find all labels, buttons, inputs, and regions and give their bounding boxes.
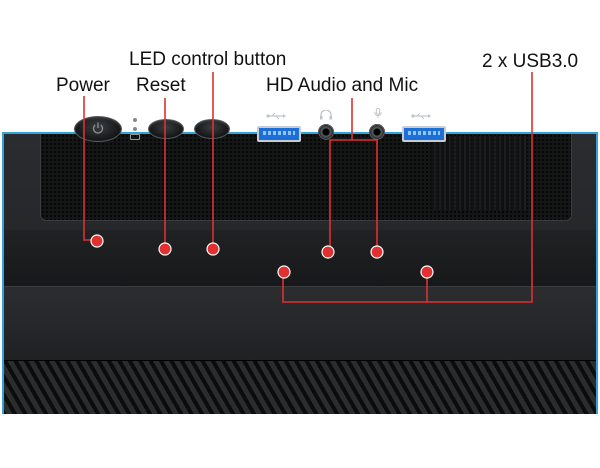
power-led-indicator xyxy=(133,118,137,122)
headphone-icon xyxy=(320,110,332,120)
usb3-port-2[interactable] xyxy=(402,126,446,142)
mesh-vent-insert xyxy=(431,136,527,210)
front-io-strip xyxy=(4,230,596,286)
usb-label: 2 x USB3.0 xyxy=(482,51,579,72)
usb-icon xyxy=(266,112,286,120)
hd-audio-mic-label: HD Audio and Mic xyxy=(266,75,419,96)
hdd-led-indicator xyxy=(133,127,137,131)
usb3-port-1[interactable] xyxy=(257,126,301,142)
power-button[interactable] xyxy=(74,116,122,142)
hdd-icon xyxy=(130,134,140,140)
led-control-button-label: LED control button xyxy=(129,49,287,70)
reset-button[interactable] xyxy=(148,119,184,139)
bottom-vent-grille xyxy=(4,360,596,414)
power-icon xyxy=(92,122,104,134)
power-label: Power xyxy=(56,75,110,96)
usb-icon xyxy=(411,112,431,120)
mesh-dust-filter xyxy=(40,134,572,221)
case-front-lip xyxy=(4,286,596,361)
headphone-jack[interactable] xyxy=(318,124,334,140)
reset-label: Reset xyxy=(136,75,186,96)
led-control-button[interactable] xyxy=(194,119,230,139)
pc-case-top-panel xyxy=(2,132,598,414)
mic-jack[interactable] xyxy=(369,124,385,140)
mic-icon xyxy=(374,108,382,118)
